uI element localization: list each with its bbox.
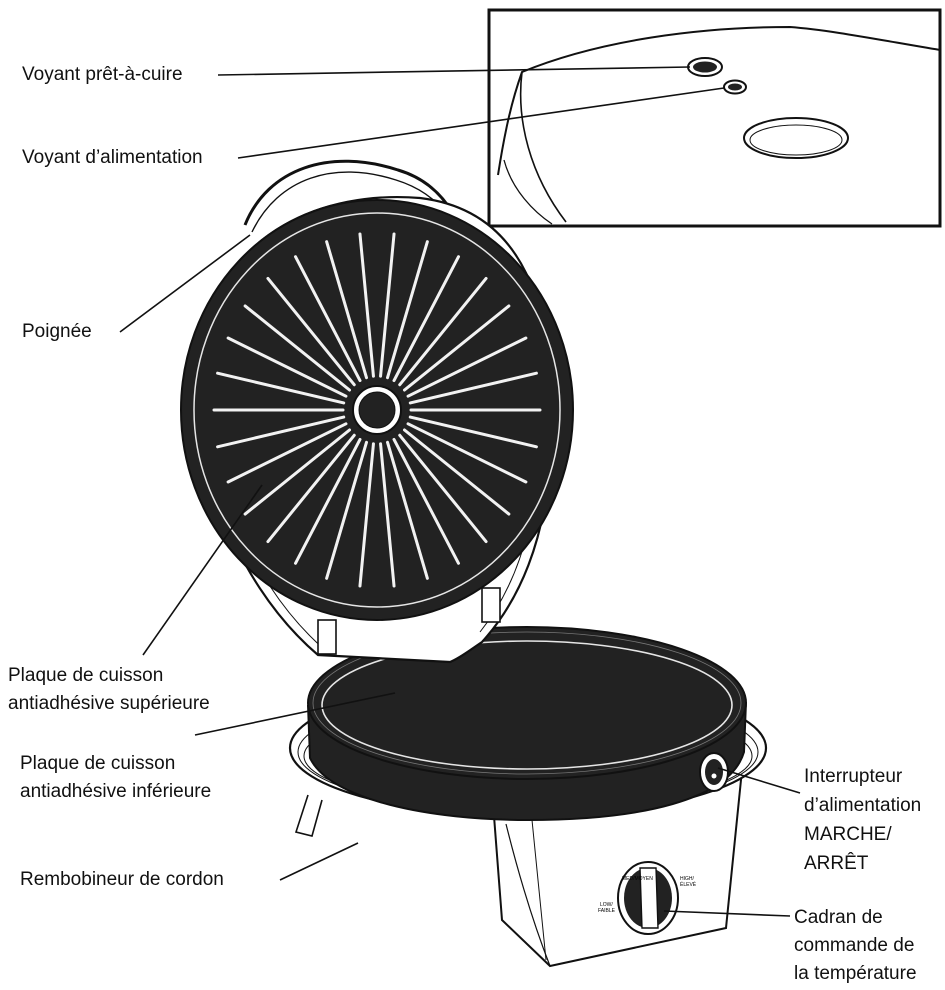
- plate-rib: [386, 240, 429, 380]
- leader-handle: [119, 234, 251, 333]
- plate-rib: [226, 422, 348, 484]
- plate-rib: [294, 255, 362, 383]
- plate-rib: [226, 336, 348, 398]
- plate-rib: [403, 428, 511, 516]
- label-upper-plate-line2: antiadhésive supérieure: [8, 693, 210, 714]
- inset-detail: [487, 8, 942, 228]
- plate-rib: [392, 437, 460, 565]
- plate-rib: [379, 232, 396, 378]
- label-temp-dial-line1: Cadran de: [794, 907, 883, 928]
- dial-mark-high: HIGH/ ÉLEVÉ: [680, 876, 697, 888]
- leader-ready-light: [217, 66, 691, 76]
- plate-rib: [398, 276, 488, 387]
- label-power-switch-line4: ARRÊT: [804, 853, 869, 874]
- label-temp-dial-line2: commande de: [794, 935, 915, 956]
- plate-rib: [386, 440, 429, 580]
- label-lower-plate-line1: Plaque de cuisson: [20, 753, 176, 774]
- plate-rib: [408, 371, 538, 405]
- plate-rib: [358, 232, 375, 378]
- label-power-switch-line3: MARCHE/: [804, 824, 892, 845]
- plate-rib: [325, 440, 368, 580]
- label-ready-light: Voyant prêt-à-cuire: [22, 64, 183, 85]
- label-upper-plate-line1: Plaque de cuisson: [8, 665, 164, 686]
- plate-rib: [358, 442, 375, 588]
- label-temp-dial: Cadran de commande de la température: [794, 904, 917, 988]
- upper-plate-ribs: [212, 232, 542, 588]
- label-power-switch-line1: Interrupteur: [804, 766, 903, 787]
- lower-plate: [307, 626, 747, 780]
- label-handle: Poignée: [22, 321, 92, 342]
- label-temp-dial-line3: la température: [794, 963, 917, 984]
- leader-temp-dial: [663, 910, 791, 917]
- leader-lower-plate: [194, 692, 396, 736]
- plate-rib: [392, 255, 460, 383]
- plate-rib: [216, 371, 346, 405]
- plate-rib: [294, 437, 362, 565]
- label-upper-plate: Plaque de cuisson antiadhésive supérieur…: [8, 662, 210, 718]
- plate-rib: [408, 415, 538, 449]
- plate-rib: [398, 433, 488, 544]
- plate-rib: [406, 422, 528, 484]
- label-lower-plate: Plaque de cuisson antiadhésive inférieur…: [20, 750, 211, 806]
- label-power-light: Voyant d’alimentation: [22, 147, 203, 168]
- base-unit: [288, 626, 768, 968]
- label-power-switch-line2: d’alimentation: [804, 795, 922, 816]
- label-power-switch: Interrupteur d’alimentation MARCHE/ ARRÊ…: [804, 762, 921, 878]
- plate-rib: [406, 336, 528, 398]
- label-lower-plate-line2: antiadhésive inférieure: [20, 781, 212, 802]
- plate-rib: [266, 433, 356, 544]
- inset-frame: [487, 8, 942, 228]
- leader-upper-plate: [142, 484, 263, 656]
- temperature-dial: MED/MOYEN LOW/ FAIBLE HIGH/ ÉLEVÉ: [598, 861, 697, 935]
- plate-rib: [216, 415, 346, 449]
- plate-rib: [379, 442, 396, 588]
- plate-rib: [243, 428, 351, 516]
- upper-lid: [180, 159, 574, 664]
- plate-rib: [403, 304, 511, 392]
- label-cord-wrap: Rembobineur de cordon: [20, 869, 224, 890]
- leader-power-light: [237, 87, 725, 159]
- leader-cord-wrap: [279, 842, 359, 881]
- dial-mark-low: LOW/ FAIBLE: [598, 902, 616, 914]
- leader-lines: [119, 66, 801, 917]
- leader-power-switch: [717, 767, 801, 794]
- power-switch: [699, 752, 729, 792]
- plate-rib: [325, 240, 368, 380]
- plate-rib: [243, 304, 351, 392]
- plate-rib: [266, 276, 356, 387]
- dial-mark-med: MED/MOYEN: [622, 876, 653, 882]
